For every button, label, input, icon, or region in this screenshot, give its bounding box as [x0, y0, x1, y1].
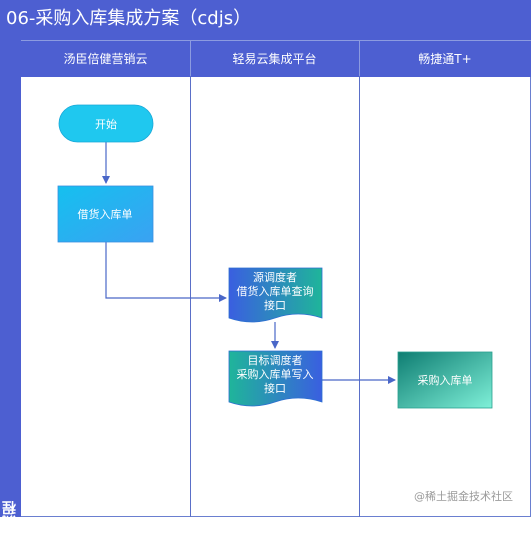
node-purchase-in-label: 采购入库单: [418, 373, 473, 387]
lane-header-divider: [359, 40, 360, 76]
connector-borrow-to-source: [105, 242, 227, 302]
node-source-query-line-1: 源调度者: [253, 270, 297, 284]
title-bar: 06-采购入库集成方案（cdjs）: [0, 0, 531, 40]
node-borrow-in-label: 借货入库单: [78, 207, 133, 221]
lane-header-divider: [190, 40, 191, 76]
lane-divider: [359, 76, 360, 517]
node-purchase-in: 采购入库单: [397, 351, 493, 409]
lane-header-row: 汤臣倍健营销云 轻易云集成平台 畅捷通T+: [21, 40, 531, 77]
node-borrow-in: 借货入库单: [57, 185, 154, 243]
lane-header-yingxiaoyun: 汤臣倍健营销云: [63, 52, 148, 66]
flow-canvas: 开始 借货入库单 源调度者 借货入库单查询 接口 目标调度者 采购入库单写入 接…: [57, 104, 493, 409]
node-target-write-line-3: 接口: [264, 382, 286, 395]
node-source-query-line-2: 借货入库单查询: [237, 284, 314, 298]
node-source-query: 源调度者 借货入库单查询 接口: [228, 267, 323, 323]
node-source-query-line-3: 接口: [264, 299, 286, 312]
node-target-write-line-1: 目标调度者: [248, 353, 303, 367]
diagram-title: 06-采购入库集成方案（cdjs）: [6, 8, 252, 29]
node-target-write-line-2: 采购入库单写入: [237, 367, 314, 381]
lane-header-qingyiyun: 轻易云集成平台: [232, 52, 317, 66]
side-bar: 集成流程: [0, 40, 21, 557]
watermark: @稀土掘金技术社区: [414, 490, 513, 503]
node-start: 开始: [58, 104, 154, 143]
node-target-write: 目标调度者 采购入库单写入 接口: [228, 350, 323, 407]
lane-header-tplus: 畅捷通T+: [418, 52, 472, 66]
node-start-label: 开始: [95, 117, 117, 131]
lane-divider: [190, 76, 191, 517]
